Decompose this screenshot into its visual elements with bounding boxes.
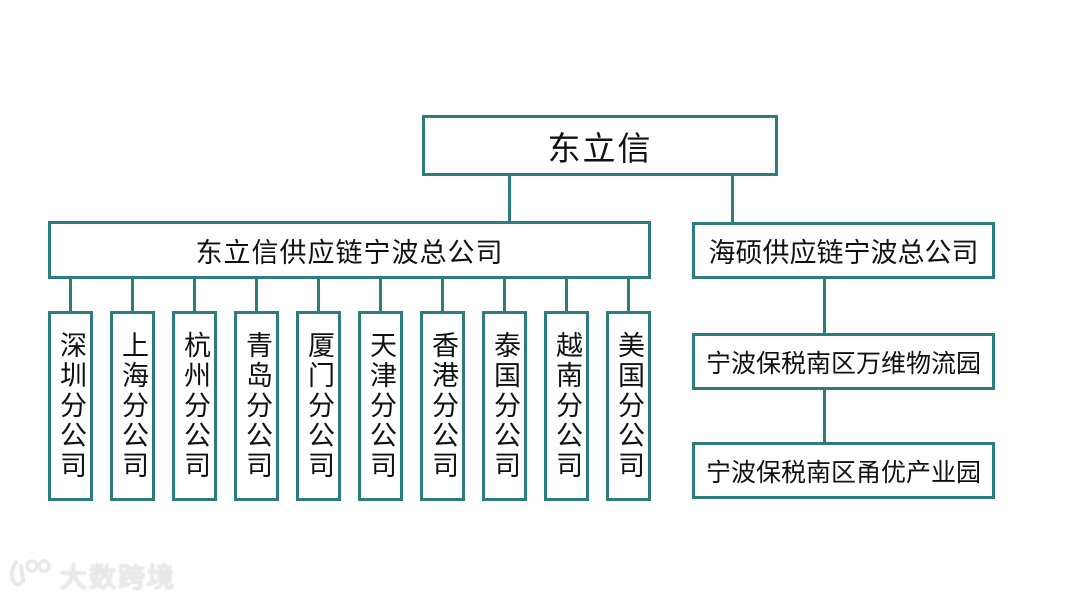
connector-line (441, 278, 444, 312)
branch-office-label: 上海分公司 (118, 331, 148, 481)
connector-line (255, 278, 258, 312)
branch-office-label: 越南分公司 (552, 331, 582, 481)
watermark: 大数跨境 (8, 556, 176, 595)
branch-office-label: 杭州分公司 (180, 331, 210, 481)
node-branch-office-vietnam: 越南分公司 (544, 311, 589, 501)
connector-line (508, 175, 511, 222)
watermark-text: 大数跨境 (60, 563, 176, 593)
node-left-branch-hq: 东立信供应链宁波总公司 (48, 221, 651, 279)
connector-line (503, 278, 506, 312)
node-branch-office-hangzhou: 杭州分公司 (172, 311, 217, 501)
connector-line (565, 278, 568, 312)
branch-office-label: 美国分公司 (614, 331, 644, 481)
branch-office-label: 厦门分公司 (304, 331, 334, 481)
node-branch-office-shenzhen: 深圳分公司 (48, 311, 93, 501)
connector-line (69, 278, 72, 312)
node-branch-office-thailand: 泰国分公司 (482, 311, 527, 501)
connector-line (193, 278, 196, 312)
node-root: 东立信 (422, 115, 778, 176)
node-root-label: 东立信 (547, 129, 653, 167)
node-branch-office-shanghai: 上海分公司 (110, 311, 155, 501)
node-branch-office-hongkong: 香港分公司 (420, 311, 465, 501)
park-label: 宁波保税南区万维物流园 (705, 349, 981, 378)
connector-line (823, 278, 826, 334)
branch-office-label: 青岛分公司 (242, 331, 272, 481)
node-branch-office-tianjin: 天津分公司 (358, 311, 403, 501)
node-branch-office-qingdao: 青岛分公司 (234, 311, 279, 501)
branch-office-label: 深圳分公司 (56, 331, 86, 481)
node-right-branch-label: 海硕供应链宁波总公司 (708, 238, 979, 268)
branch-office-label: 天津分公司 (366, 331, 396, 481)
watermark-100-logo-icon (8, 556, 52, 595)
connector-line (379, 278, 382, 312)
node-branch-office-usa: 美国分公司 (606, 311, 651, 501)
park-label: 宁波保税南区甬优产业园 (705, 458, 981, 487)
branch-office-label: 泰国分公司 (490, 331, 520, 481)
node-wanwei-logistics-park: 宁波保税南区万维物流园 (692, 333, 995, 390)
connector-line (317, 278, 320, 312)
branch-office-label: 香港分公司 (428, 331, 458, 481)
node-left-branch-label: 东立信供应链宁波总公司 (195, 237, 504, 268)
connector-line (731, 175, 734, 223)
node-right-branch-hq: 海硕供应链宁波总公司 (692, 222, 995, 279)
connector-line (627, 278, 630, 312)
node-branch-office-xiamen: 厦门分公司 (296, 311, 341, 501)
connector-line (131, 278, 134, 312)
connector-line (823, 390, 826, 443)
node-yongyou-industrial-park: 宁波保税南区甬优产业园 (692, 442, 995, 499)
